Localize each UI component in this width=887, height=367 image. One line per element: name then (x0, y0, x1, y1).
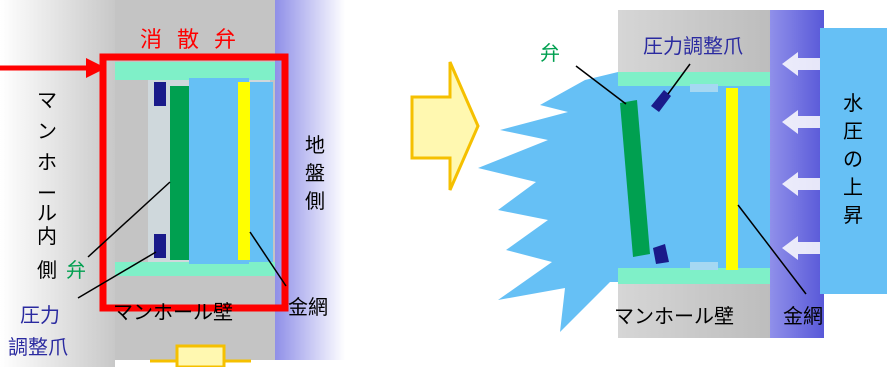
red-arrow-head (86, 58, 106, 78)
water-rise-char-2: 圧 (843, 119, 863, 143)
left-valve-plate (170, 86, 189, 260)
transition-arrow (410, 61, 480, 191)
water-rise-char-5: 昇 (843, 203, 863, 227)
ground-side-char-1: 地 (305, 133, 325, 157)
pressure-arrow-1 (782, 52, 820, 76)
left-claw-bottom (154, 234, 166, 258)
right-valve-leader (575, 65, 627, 105)
pressure-arrow-2 (782, 110, 820, 134)
left-claw-leader (77, 251, 157, 299)
right-mesh-label: 金網 (783, 304, 823, 328)
dissipation-valve-title: 消 散 弁 (140, 28, 240, 53)
right-water-block (820, 28, 887, 294)
dissipation-valve-frame (99, 53, 289, 312)
water-rise-label: 水 圧 の 上 昇 (843, 91, 863, 227)
pressure-arrow-4 (782, 236, 820, 260)
ground-side-label: 地 盤 側 (305, 133, 325, 213)
right-mesh-leader (737, 204, 807, 295)
right-claw-leader (667, 63, 691, 95)
left-mesh-label: 金網 (288, 295, 328, 319)
right-top-plate (618, 72, 770, 86)
left-bottom-plate (115, 262, 275, 276)
left-claw-label-line1: 圧力 (20, 303, 60, 327)
left-claw-label-line2: 調整爪 (8, 335, 68, 359)
left-valve-leader (87, 181, 171, 258)
pressure-arrow-3 (782, 172, 820, 196)
manhole-inside-char-2: ン (37, 119, 57, 143)
manhole-inside-char-3: ホ (37, 150, 57, 174)
left-wall-label: マンホール壁 (113, 300, 233, 324)
right-bottom-plate (618, 268, 770, 284)
right-diagram (478, 10, 887, 338)
down-arrow-partial (175, 344, 226, 367)
left-mesh (238, 82, 250, 260)
right-claw-bottom (653, 244, 669, 264)
manhole-inside-char-4: ー (37, 181, 57, 205)
water-rise-char-1: 水 (843, 91, 863, 115)
ground-side-char-2: 盤 (305, 161, 325, 185)
water-rise-char-3: の (843, 147, 863, 171)
pressure-arrows (782, 52, 820, 260)
water-rise-char-4: 上 (843, 175, 863, 199)
right-notch-top (690, 84, 718, 92)
left-valve-label: 弁 (66, 258, 86, 282)
manhole-inside-label: マ ン ホ ー ル 内 側 (37, 88, 57, 282)
left-diagram (0, 0, 345, 367)
manhole-inside-char-1: マ (37, 88, 57, 112)
water-splash (478, 72, 618, 332)
ground-side-char-3: 側 (305, 189, 325, 213)
manhole-inside-char-7: 側 (37, 258, 57, 282)
right-mesh (726, 88, 738, 270)
right-valve-label: 弁 (540, 41, 560, 65)
left-inside-gradient (0, 0, 115, 367)
right-wall-label: マンホール壁 (614, 304, 734, 328)
right-notch-bottom (690, 262, 718, 270)
manhole-inside-char-5: ル (37, 201, 57, 225)
left-mesh-leader (249, 231, 287, 287)
right-claw-top (651, 90, 671, 112)
left-claw-top (154, 82, 166, 106)
left-top-plate (115, 62, 275, 80)
right-claw-label: 圧力調整爪 (643, 34, 743, 58)
right-valve-plate-tilted (620, 100, 650, 257)
manhole-inside-char-6: 内 (37, 224, 57, 248)
